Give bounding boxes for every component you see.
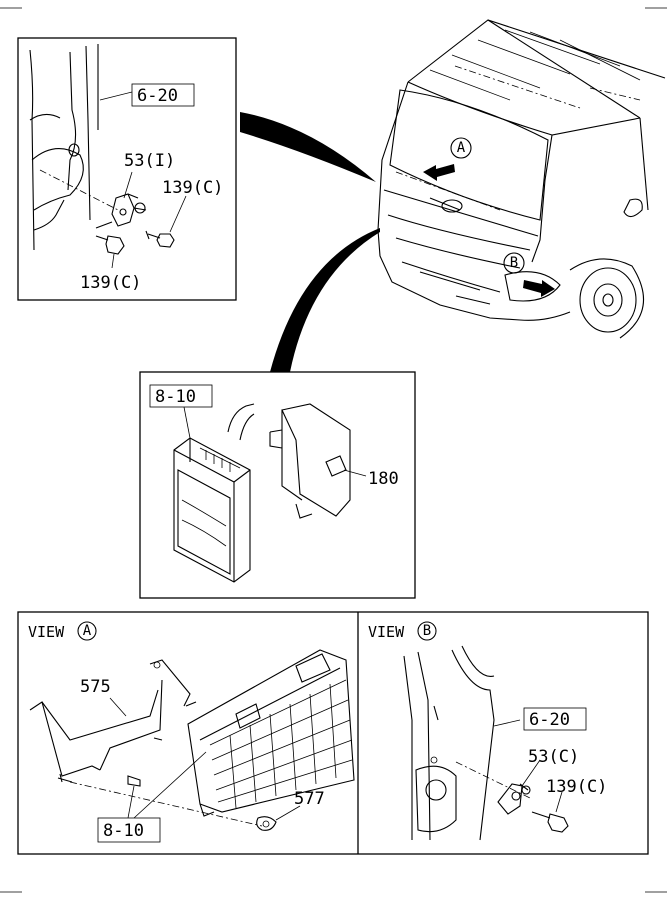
callout-ref-8-10-bottom: 8-10 bbox=[103, 821, 144, 841]
pointer-wedge-top bbox=[240, 112, 376, 182]
callout-53-i: 53(I) bbox=[124, 151, 175, 171]
detail-panel-bracket bbox=[17, 37, 237, 301]
callout-139c-bottom: 139(C) bbox=[80, 273, 141, 293]
svg-text:B: B bbox=[423, 623, 431, 639]
callout-577: 577 bbox=[294, 789, 325, 809]
control-unit-panel bbox=[139, 371, 416, 599]
view-b-illustration bbox=[403, 645, 587, 841]
callout-575: 575 bbox=[80, 677, 111, 697]
view-a-illustration bbox=[29, 649, 355, 843]
callout-139c-top: 139(C) bbox=[162, 178, 223, 198]
view-panels-frame bbox=[17, 611, 649, 855]
callout-180: 180 bbox=[368, 469, 399, 489]
callout-ref-6-20-b: 6-20 bbox=[529, 710, 570, 730]
svg-text:A: A bbox=[83, 623, 92, 639]
pointer-wedge-middle bbox=[270, 228, 380, 372]
truck-cab-illustration bbox=[377, 19, 666, 339]
view-marker-b: B bbox=[510, 255, 518, 271]
view-marker-a: A bbox=[457, 140, 466, 156]
page-corner-marks bbox=[0, 7, 667, 893]
callout-ref-6-20-top: 6-20 bbox=[137, 86, 178, 106]
svg-text:VIEW: VIEW bbox=[28, 623, 65, 641]
callout-ref-8-10-mid: 8-10 bbox=[155, 387, 196, 407]
view-a-title: VIEW A bbox=[28, 621, 97, 641]
callout-53-c: 53(C) bbox=[528, 747, 579, 767]
callout-139c-b: 139(C) bbox=[546, 777, 607, 797]
svg-text:VIEW: VIEW bbox=[368, 623, 405, 641]
view-b-title: VIEW B bbox=[368, 621, 437, 641]
